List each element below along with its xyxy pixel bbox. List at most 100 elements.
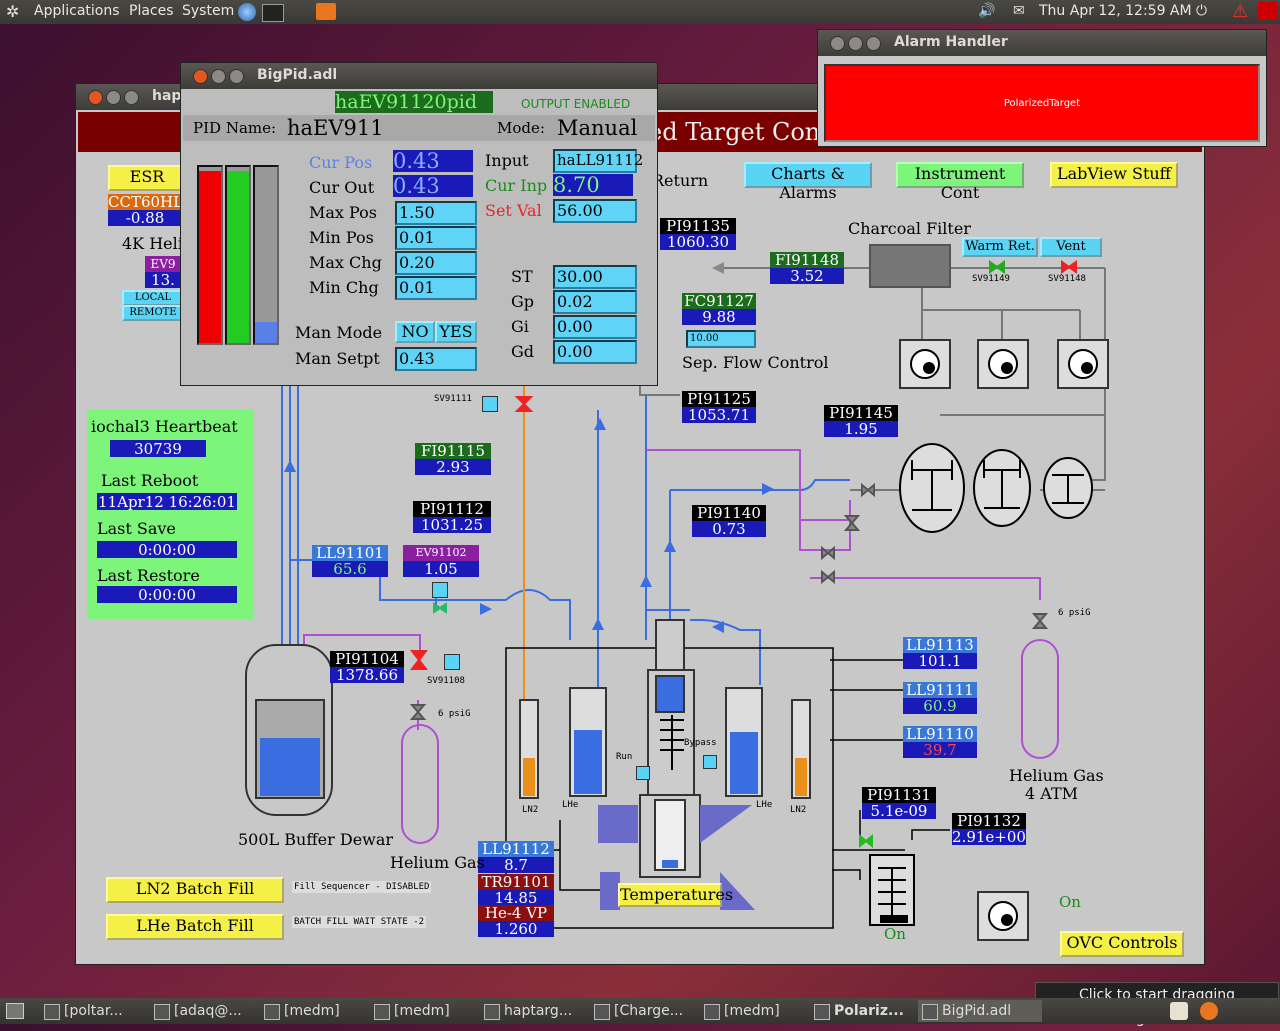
man-setpt-field[interactable]: 0.43 xyxy=(395,347,477,371)
workspace-icon[interactable] xyxy=(1170,1002,1188,1020)
input-field[interactable]: haLL91112 xyxy=(553,149,643,173)
lhe-batch-fill-button[interactable]: LHe Batch Fill xyxy=(106,914,284,940)
terminal-launcher-icon[interactable] xyxy=(262,4,284,22)
mail-icon[interactable]: ✉ xyxy=(1013,3,1025,19)
applications-menu[interactable]: Applications xyxy=(34,3,120,19)
pi91131-value: 5.1e-09 xyxy=(862,803,936,819)
maximize-icon[interactable] xyxy=(124,90,139,105)
bypass-valve-control[interactable] xyxy=(703,755,717,769)
ev91102-control[interactable] xyxy=(432,582,448,598)
ovc-controls-button[interactable]: OVC Controls xyxy=(1060,931,1184,957)
folder-icon[interactable] xyxy=(316,3,336,20)
gain-field[interactable]: 0.00 xyxy=(553,315,637,339)
fc91127-setpoint[interactable]: 10.00 xyxy=(686,330,756,348)
minimize-icon[interactable] xyxy=(211,69,226,84)
local-button[interactable]: LOCAL xyxy=(122,290,184,306)
firefox-icon[interactable] xyxy=(1200,1002,1218,1020)
taskbar-item[interactable]: Polariz... xyxy=(810,1000,934,1022)
maximize-icon[interactable] xyxy=(866,36,881,51)
man-mode-yes-button[interactable]: YES xyxy=(435,321,477,343)
charts-alarms-button[interactable]: Charts & Alarms xyxy=(744,162,872,202)
gain-field[interactable]: 0.00 xyxy=(553,340,637,364)
fc91127-value: 9.88 xyxy=(682,309,756,325)
fc91127-tag: FC91127 xyxy=(682,293,756,309)
gain-field[interactable]: 0.02 xyxy=(553,290,637,314)
sv91149-label: SV91149 xyxy=(972,274,1010,284)
window-icon xyxy=(922,1004,938,1020)
pid-row-value[interactable]: 0.01 xyxy=(395,276,477,300)
show-desktop-icon[interactable] xyxy=(6,1003,24,1019)
window-icon xyxy=(484,1004,500,1020)
gain-label: ST xyxy=(511,267,533,286)
taskbar-item-label: [adaq@... xyxy=(174,1003,242,1019)
pi91135-value: 1060.30 xyxy=(660,234,736,250)
taskbar-item[interactable]: haptarg... xyxy=(480,1000,604,1022)
maximize-icon[interactable] xyxy=(229,69,244,84)
close-icon[interactable] xyxy=(88,90,103,105)
minimize-icon[interactable] xyxy=(106,90,121,105)
ubuntu-logo-icon[interactable]: ✲ xyxy=(6,2,20,21)
run-valve-control[interactable] xyxy=(636,766,650,780)
browser-launcher-icon[interactable] xyxy=(238,3,256,21)
taskbar-item-label: haptarg... xyxy=(504,1003,573,1019)
esr-button[interactable]: ESR xyxy=(108,165,186,191)
taskbar-item[interactable]: BigPid.adl xyxy=(918,1000,1042,1022)
labview-stuff-button[interactable]: LabView Stuff xyxy=(1050,162,1178,188)
taskbar-item[interactable]: [adaq@... xyxy=(150,1000,274,1022)
batch-fill-state: BATCH FILL WAIT STATE -2 xyxy=(292,916,427,928)
close-icon[interactable] xyxy=(193,69,208,84)
temperatures-button[interactable]: Temperatures xyxy=(618,883,733,907)
taskbar-item[interactable]: [Charge... xyxy=(590,1000,714,1022)
last-save-label: Last Save xyxy=(97,519,176,538)
remote-button[interactable]: REMOTE xyxy=(122,305,184,321)
close-icon[interactable] xyxy=(830,36,845,51)
ll91110-value: 39.7 xyxy=(903,742,977,758)
bigpid-title: BigPid.adl xyxy=(257,67,338,83)
power-icon[interactable]: ⏻ xyxy=(1196,3,1208,19)
taskbar-item-label: [medm] xyxy=(724,1003,780,1019)
clock[interactable]: Thu Apr 12, 12:59 AM xyxy=(1039,3,1192,19)
alarm-titlebar[interactable]: Alarm Handler xyxy=(818,30,1266,56)
places-menu[interactable]: Places xyxy=(129,3,174,19)
volume-icon[interactable]: 🔊 xyxy=(978,3,996,19)
bottom-panel: [poltar... [adaq@... [medm] [medm] haptarg..… xyxy=(0,998,1280,1024)
ln2-batch-fill-button[interactable]: LN2 Batch Fill xyxy=(106,877,284,903)
ln2-left-label: LN2 xyxy=(522,805,539,815)
alarm-group-button[interactable]: PolarizedTarget xyxy=(824,64,1260,142)
taskbar-item[interactable]: [poltar... xyxy=(40,1000,164,1022)
bigpid-titlebar[interactable]: BigPid.adl xyxy=(181,63,657,89)
taskbar-item[interactable]: [medm] xyxy=(260,1000,384,1022)
warm-return-button[interactable]: Warm Ret. xyxy=(962,237,1038,257)
pi91140-tag: PI91140 xyxy=(692,505,766,521)
man-setpt-label: Man Setpt xyxy=(295,349,380,368)
set-val-field[interactable]: 56.00 xyxy=(553,199,637,223)
taskbar-item[interactable]: [medm] xyxy=(370,1000,494,1022)
alert-icon[interactable]: ⚠ xyxy=(1232,1,1249,22)
sv91111-control[interactable] xyxy=(482,396,498,412)
window-icon xyxy=(594,1004,610,1020)
system-menu[interactable]: System xyxy=(182,3,235,19)
heartbeat-title: iochal3 Heartbeat xyxy=(91,417,238,436)
ll91113-value: 101.1 xyxy=(903,653,977,669)
taskbar-item-label: [medm] xyxy=(394,1003,450,1019)
pid-row-value[interactable]: 0.01 xyxy=(395,226,477,250)
taskbar-item[interactable]: [medm] xyxy=(700,1000,824,1022)
sv91108-control[interactable] xyxy=(444,654,460,670)
bridge-line xyxy=(505,589,571,640)
fi91148-value: 3.52 xyxy=(770,268,844,284)
vent-button[interactable]: Vent xyxy=(1040,237,1102,257)
return-line-2 xyxy=(645,395,690,640)
alarm-tray-icon[interactable] xyxy=(1258,2,1278,20)
minimize-icon[interactable] xyxy=(848,36,863,51)
gain-field[interactable]: 30.00 xyxy=(553,265,637,289)
pid-row-value[interactable]: 0.20 xyxy=(395,251,477,275)
helium-gas-4atm-bottle xyxy=(1021,639,1059,759)
instrument-control-button[interactable]: Instrument Cont xyxy=(896,162,1024,202)
man-mode-no-button[interactable]: NO xyxy=(395,321,435,343)
pid-row-value[interactable]: 1.50 xyxy=(395,201,477,225)
